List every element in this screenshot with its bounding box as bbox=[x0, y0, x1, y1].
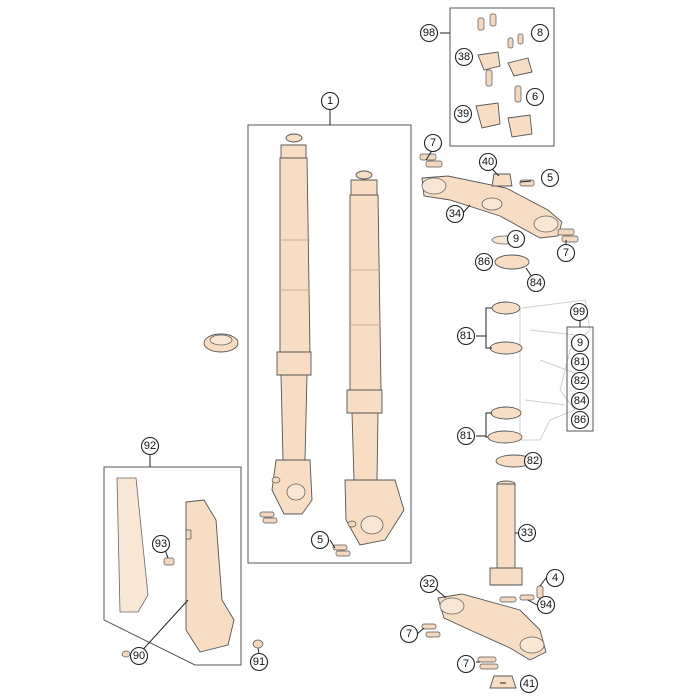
callout-99-label: 99 bbox=[573, 306, 585, 318]
callout-5b: 5 bbox=[310, 530, 330, 550]
callout-38: 38 bbox=[454, 47, 474, 67]
callout-4-label: 4 bbox=[552, 572, 558, 584]
callout-99: 99 bbox=[569, 302, 589, 322]
callout-92-label: 92 bbox=[144, 440, 156, 452]
callout-84b-label: 84 bbox=[574, 395, 586, 407]
callout-7d-label: 7 bbox=[463, 658, 469, 670]
callout-7a: 7 bbox=[423, 133, 443, 153]
callout-82b-label: 82 bbox=[574, 375, 586, 387]
callout-81a: 81 bbox=[456, 326, 476, 346]
callout-90: 90 bbox=[129, 646, 149, 666]
callout-82b: 82 bbox=[570, 371, 590, 391]
callout-7b: 7 bbox=[556, 243, 576, 263]
callout-90-label: 90 bbox=[133, 650, 145, 662]
callout-32: 32 bbox=[419, 574, 439, 594]
callout-5a: 5 bbox=[540, 168, 560, 188]
callout-93-label: 93 bbox=[155, 538, 167, 550]
callout-81b: 81 bbox=[570, 352, 590, 372]
callout-84a-label: 84 bbox=[530, 277, 542, 289]
callout-98: 98 bbox=[419, 23, 439, 43]
callout-82a-label: 82 bbox=[527, 455, 539, 467]
callout-33-label: 33 bbox=[521, 527, 533, 539]
axle-bolts-right bbox=[332, 520, 357, 557]
callout-91: 91 bbox=[249, 652, 269, 672]
callout-86b: 86 bbox=[570, 410, 590, 430]
callout-84a: 84 bbox=[526, 273, 546, 293]
dust-seal-ring bbox=[203, 333, 239, 353]
callout-98-label: 98 bbox=[423, 27, 435, 39]
callout-92: 92 bbox=[140, 436, 160, 456]
callout-81b-label: 81 bbox=[574, 356, 586, 368]
callout-9b-label: 9 bbox=[577, 337, 583, 349]
steering-stem bbox=[489, 480, 523, 586]
steering-rings bbox=[487, 235, 533, 468]
callout-86b-label: 86 bbox=[574, 414, 586, 426]
callout-34-label: 34 bbox=[449, 208, 461, 220]
clamp-kit-parts bbox=[475, 13, 533, 138]
callout-94-label: 94 bbox=[540, 599, 552, 611]
group-box-clamp-kit bbox=[449, 7, 555, 147]
callout-6-label: 6 bbox=[532, 91, 538, 103]
callout-81c-label: 81 bbox=[460, 430, 472, 442]
callout-7b-label: 7 bbox=[563, 247, 569, 259]
callout-81c: 81 bbox=[456, 426, 476, 446]
callout-34: 34 bbox=[445, 204, 465, 224]
callout-41-label: 41 bbox=[523, 678, 535, 690]
callout-40: 40 bbox=[478, 152, 498, 172]
axle-bolts-left bbox=[259, 476, 281, 524]
callout-9a: 9 bbox=[506, 229, 526, 249]
callout-32-label: 32 bbox=[423, 578, 435, 590]
upper-triple-clamp bbox=[419, 153, 579, 243]
fork-protector bbox=[116, 477, 264, 658]
callout-7c: 7 bbox=[399, 624, 419, 644]
callout-4: 4 bbox=[545, 568, 565, 588]
group-box-fork-protector bbox=[103, 466, 242, 666]
callout-86a-label: 86 bbox=[478, 256, 490, 268]
callout-82a: 82 bbox=[523, 451, 543, 471]
callout-5b-label: 5 bbox=[317, 534, 323, 546]
callout-5a-label: 5 bbox=[547, 172, 553, 184]
fork-leg-left bbox=[271, 133, 313, 515]
callout-9b: 9 bbox=[570, 333, 590, 353]
callout-1: 1 bbox=[320, 91, 340, 111]
callout-1-label: 1 bbox=[327, 95, 333, 107]
callout-40-label: 40 bbox=[482, 156, 494, 168]
callout-91-label: 91 bbox=[253, 656, 265, 668]
callout-8-label: 8 bbox=[537, 27, 543, 39]
callout-8: 8 bbox=[530, 23, 550, 43]
callout-38-label: 38 bbox=[458, 51, 470, 63]
callout-7c-label: 7 bbox=[406, 628, 412, 640]
callout-7d: 7 bbox=[456, 654, 476, 674]
callout-9a-label: 9 bbox=[513, 233, 519, 245]
callout-94: 94 bbox=[536, 595, 556, 615]
callout-81a-label: 81 bbox=[460, 330, 472, 342]
callout-41: 41 bbox=[519, 674, 539, 694]
callout-39-label: 39 bbox=[457, 108, 469, 120]
lower-triple-clamp bbox=[421, 585, 547, 689]
callout-6: 6 bbox=[525, 87, 545, 107]
callout-39: 39 bbox=[453, 104, 473, 124]
callout-33: 33 bbox=[517, 523, 537, 543]
callout-7a-label: 7 bbox=[430, 137, 436, 149]
callout-84b: 84 bbox=[570, 391, 590, 411]
callout-86a: 86 bbox=[474, 252, 494, 272]
fork-leg-right bbox=[344, 170, 405, 546]
callout-93: 93 bbox=[151, 534, 171, 554]
